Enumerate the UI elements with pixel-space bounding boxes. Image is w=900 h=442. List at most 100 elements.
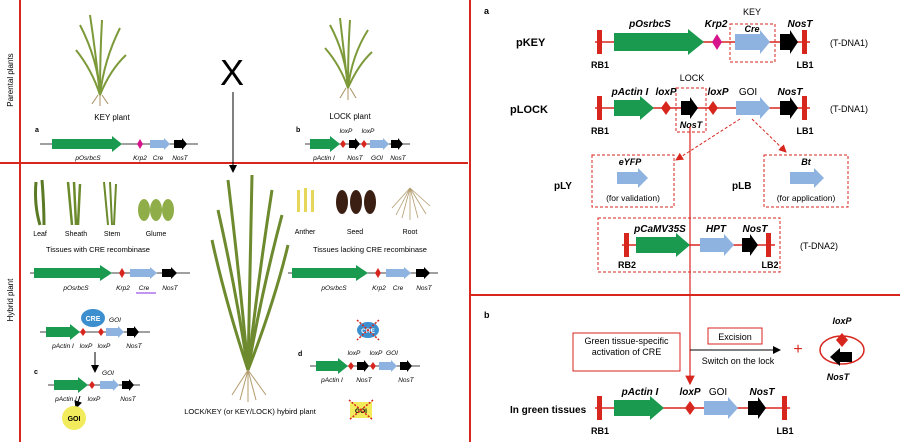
pkey-tdna-label: (T-DNA1) [830, 38, 868, 48]
goi-label-c: GOI [102, 370, 114, 377]
tdna2-hpt-label: HPT [706, 224, 727, 235]
label-b-left: b [296, 127, 300, 134]
nost-arrow-b1 [349, 138, 360, 150]
pkey-krp2-mark [712, 34, 722, 50]
final-pActin-label: pActin I [621, 387, 659, 398]
pOsrbcS-label-a: pOsrbcS [74, 155, 101, 162]
plock-lb1 [802, 96, 807, 120]
hybrid-plant-caption: LOCK/KEY (or KEY/LOCK) hybird plant [184, 407, 316, 416]
nost-label-bound: NosT [126, 343, 143, 350]
cross-symbol: X [220, 52, 244, 93]
nost-label-a: NosT [172, 155, 189, 162]
final-lb1 [782, 396, 787, 420]
pkey-lb1-label: LB1 [796, 60, 813, 70]
side-label-hybrid: Hybrid plant [6, 278, 15, 321]
final-nost-arrow [748, 397, 766, 419]
nost-arrow-d2 [400, 360, 412, 372]
final-rb1-label: RB1 [591, 426, 609, 436]
krp2-mark-hy [119, 268, 125, 278]
key-plant-illustration [75, 14, 127, 106]
cre-arrow-nocre [386, 267, 411, 279]
tissue-leaf-label: Leaf [33, 231, 47, 238]
tdna2-rb2 [624, 233, 629, 257]
tissue-stem [103, 181, 117, 226]
pActin-arrow-d [316, 358, 348, 374]
plock-loxp-label1: loxP [655, 87, 676, 98]
pkey-cre-label: Cre [744, 24, 759, 34]
plock-rb1 [597, 96, 602, 120]
final-lb1-label: LB1 [776, 426, 793, 436]
pkey-krp2-label: Krp2 [705, 19, 728, 30]
nost-label-hy: NosT [162, 285, 179, 292]
nost-label-nocre: NosT [416, 285, 433, 292]
key-dashed-box [729, 23, 776, 63]
label-a-left: a [35, 127, 39, 134]
cre-label-nocre: Cre [393, 285, 404, 292]
tissue-seed [336, 190, 376, 214]
plock-loxp-mark1 [661, 101, 671, 115]
green-activation-box [572, 332, 681, 372]
pkey-label: pKEY [516, 37, 546, 49]
goi-bubble-label: GOI [68, 416, 81, 423]
arrow-to-plb [751, 118, 787, 153]
final-loxp-mark [685, 401, 695, 415]
tissue-stem-label: Stem [104, 231, 121, 238]
ply-label: pLY [554, 181, 572, 192]
krp2-label-hy: Krp2 [116, 285, 130, 292]
goi-label-d: GOI [386, 350, 398, 357]
plb-bt-label: Bt [801, 157, 811, 167]
plock-goi-arrow [736, 97, 770, 119]
krp2-label-a: Krp2 [133, 155, 147, 162]
key-box-label: KEY [743, 7, 761, 17]
cre-absent-cross [356, 319, 380, 341]
label-d-left: d [298, 351, 302, 358]
pkey-rb1 [597, 30, 602, 54]
nost-label-d2: NosT [398, 377, 415, 384]
hybrid-plant-illustration [210, 174, 290, 371]
loxp-mark-d1 [348, 362, 354, 370]
tissue-sheath [66, 181, 82, 226]
plock-label: pLOCK [510, 104, 548, 116]
pActin-label-bound: pActin I [51, 343, 74, 350]
tissue-root [391, 187, 431, 220]
label-a-right: a [484, 6, 490, 16]
pkey-lb1 [802, 30, 807, 54]
final-nost-label: NosT [750, 387, 776, 398]
loxp-label-b1: loxP [340, 128, 353, 135]
lock-plant-label: LOCK plant [329, 112, 371, 121]
goi-absent-cross [348, 399, 374, 421]
krp2-mark-nocre [375, 268, 381, 278]
pkey-nost-arrow [780, 30, 798, 54]
nost-arrow-nocre [416, 267, 430, 279]
pkey-rb1-label: RB1 [591, 60, 609, 70]
plock-loxp-mark2 [708, 101, 718, 115]
pActin-arrow-bound [46, 324, 80, 340]
goi-arrow-bound [106, 326, 124, 338]
pActin-label-c: pActin I [54, 396, 77, 403]
pkey-pOsrbcS-label: pOsrbcS [628, 19, 671, 30]
tissues-lacking-cre-label: Tissues lacking CRE recombinase [313, 245, 427, 254]
tdna2-tdna-label: (T-DNA2) [800, 241, 838, 251]
plock-lb1-label: LB1 [796, 126, 813, 136]
excised-loxp-label: loxP [832, 316, 852, 326]
goi-bubble [62, 406, 86, 430]
excised-nost-arrow [830, 348, 852, 366]
tissue-glume-label: Glume [146, 231, 167, 238]
goi-arrow-b [370, 138, 389, 150]
cre-bubble-label: CRE [86, 316, 101, 323]
krp2-mark-a [137, 139, 143, 149]
tdna2-lb2 [766, 233, 771, 257]
label-b-right: b [484, 310, 490, 320]
loxp-mark-d2 [370, 362, 376, 370]
goi-arrow-d [379, 360, 397, 372]
side-label-parental: Parental plants [6, 53, 15, 106]
final-goi-label: GOI [709, 387, 727, 398]
excised-loxp-mark [836, 333, 848, 347]
nost-arrow-b2 [391, 138, 403, 150]
in-green-label: In green tissues [510, 405, 587, 416]
tissue-sheath-label: Sheath [65, 231, 87, 238]
pActin-label-d: pActin I [320, 377, 343, 384]
tissue-glume [138, 199, 174, 221]
cre-label-hy: Cre [139, 285, 150, 292]
